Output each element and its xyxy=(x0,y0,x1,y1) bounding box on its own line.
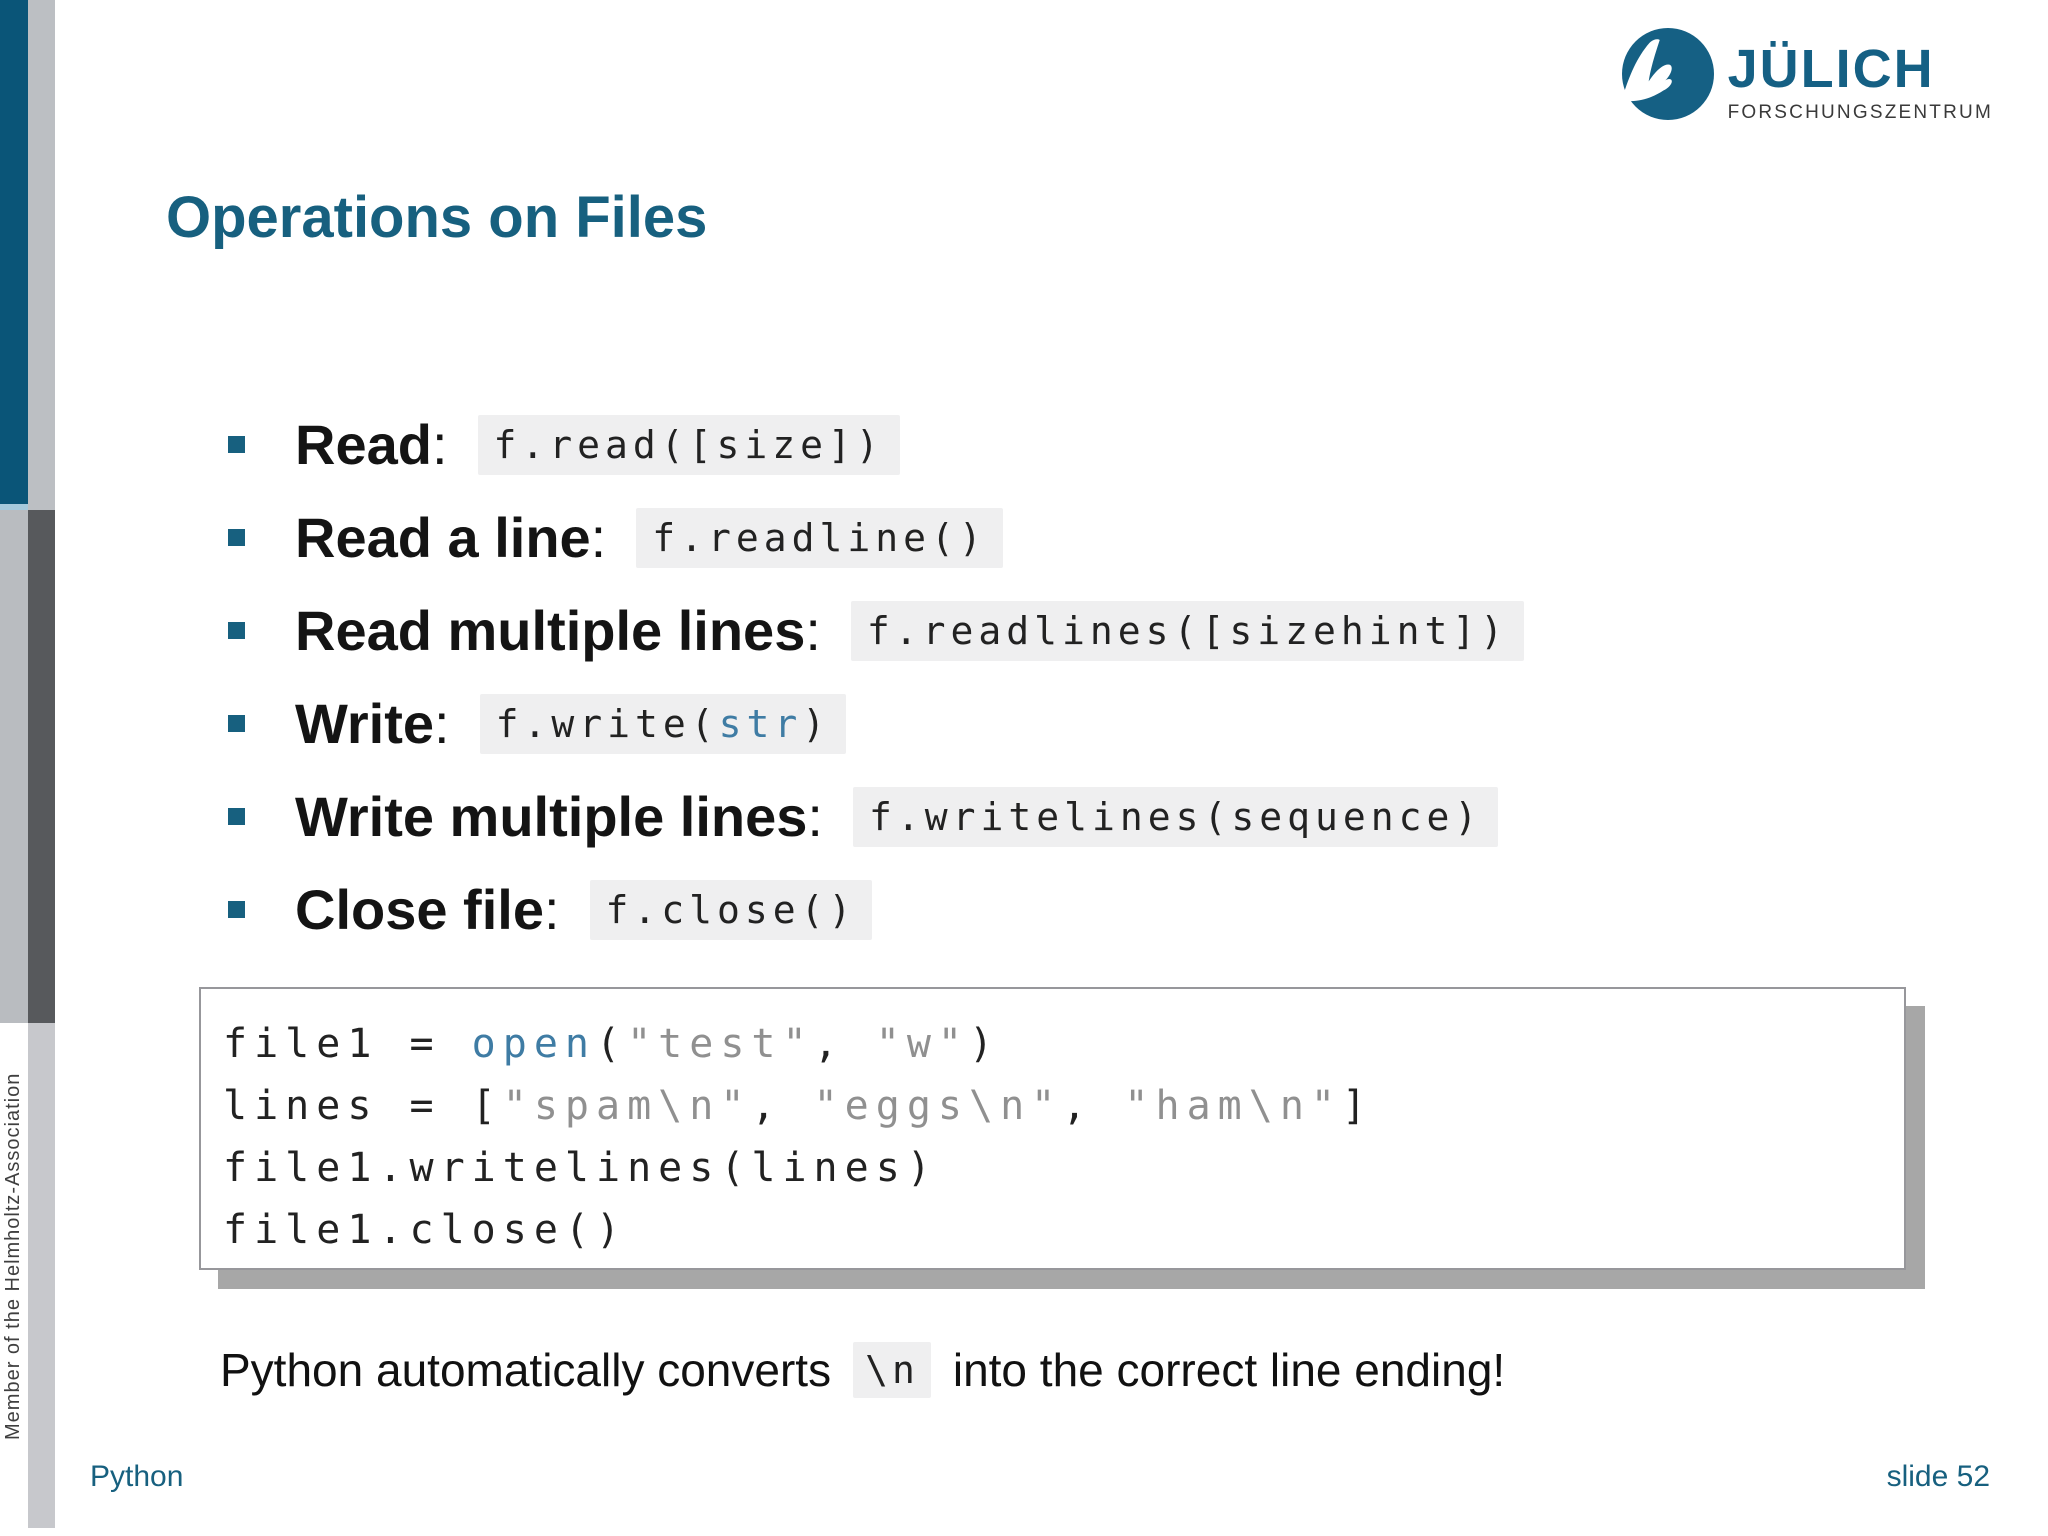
left-accent-bar-sliver xyxy=(0,504,28,510)
bullet-label: Read multiple lines xyxy=(295,599,806,662)
code-example-box: file1 = open("test", "w")lines = ["spam\… xyxy=(199,987,1906,1270)
code-token: f.writelines(sequence) xyxy=(868,794,1483,839)
bullet-label-separator: : xyxy=(807,785,823,848)
note-prefix: Python automatically converts xyxy=(220,1344,832,1396)
code-line: lines = ["spam\n", "eggs\n", "ham\n"] xyxy=(223,1075,1904,1137)
bullet-marker-icon xyxy=(228,622,245,639)
code-token: , xyxy=(751,1083,814,1129)
bullet-label-separator: : xyxy=(543,878,560,941)
code-line: file1.close() xyxy=(223,1199,1904,1261)
footer-slide-number: slide 52 xyxy=(1886,1460,1990,1493)
bullet-item: Read multiple lines: f.readlines([sizehin… xyxy=(228,584,1525,677)
newline-code-chip: \n xyxy=(853,1342,931,1398)
note-suffix: into the correct line ending! xyxy=(952,1344,1506,1396)
bullet-label: Write multiple lines xyxy=(295,785,808,848)
bullet-label-separator: : xyxy=(431,413,448,476)
left-bar2-light-bottom xyxy=(28,1023,55,1528)
logo-text-block: JÜLICH FORSCHUNGSZENTRUM xyxy=(1728,28,1993,124)
code-token: , xyxy=(813,1021,876,1067)
code-token: f.write( xyxy=(495,701,719,746)
bullet-label: Write xyxy=(295,692,434,755)
bullet-marker-icon xyxy=(228,808,245,825)
code-token: f.readline() xyxy=(652,515,987,560)
code-token: str xyxy=(718,701,803,746)
bullet-code-chip: f.readline() xyxy=(636,507,1003,568)
code-token: ) xyxy=(969,1021,1001,1067)
logo-subtitle: FORSCHUNGSZENTRUM xyxy=(1727,102,1993,123)
bullet-item: Close file: f.close() xyxy=(228,863,1524,956)
code-token: "eggs\n" xyxy=(813,1083,1063,1129)
bullet-item: Write: f.write(str) xyxy=(228,677,1524,770)
code-token: ] xyxy=(1341,1083,1374,1129)
bullet-marker-icon xyxy=(228,715,245,732)
bullet-marker-icon xyxy=(228,529,245,546)
code-token: ( xyxy=(595,1021,628,1067)
code-token: file1.close() xyxy=(223,1207,628,1253)
left-bar2-silver-top xyxy=(28,0,55,510)
code-token: "test" xyxy=(627,1021,814,1067)
left-bar-silver-lower xyxy=(0,510,28,1023)
bullet-label-separator: : xyxy=(590,506,607,569)
juelich-logo: JÜLICH FORSCHUNGSZENTRUM xyxy=(1621,28,1993,124)
code-token: "ham\n" xyxy=(1124,1083,1342,1129)
code-token: "w" xyxy=(875,1021,969,1067)
bullet-label: Read a line xyxy=(295,506,591,569)
bullet-code-chip: f.writelines(sequence) xyxy=(852,786,1499,847)
code-token: f.close() xyxy=(605,887,857,932)
logo-wordmark: JÜLICH xyxy=(1727,39,1935,99)
bullet-marker-icon xyxy=(228,436,245,453)
code-token: file1.writelines(lines) xyxy=(223,1145,938,1191)
bullet-label: Close file xyxy=(295,878,544,941)
code-token: "spam\n" xyxy=(502,1083,752,1129)
bullet-label: Read xyxy=(295,413,432,476)
code-token: open xyxy=(471,1021,596,1067)
bullet-marker-icon xyxy=(228,901,245,918)
left-bar2-dark-middle xyxy=(28,510,55,1023)
bullet-item: Write multiple lines: f.writelines(sequen… xyxy=(228,770,1524,863)
code-token: ) xyxy=(802,701,831,746)
bullet-code-chip: f.read([size]) xyxy=(477,414,900,475)
code-line: file1.writelines(lines) xyxy=(223,1137,1904,1199)
bullet-item: Read: f.read([size]) xyxy=(228,398,1524,491)
code-token: file1 = xyxy=(223,1021,472,1067)
code-token: f.readlines([sizehint]) xyxy=(866,608,1509,653)
helmholtz-membership-text: Member of the Helmholtz-Association xyxy=(2,1072,24,1440)
bullet-item: Read a line: f.readline() xyxy=(228,491,1524,584)
bullet-code-chip: f.write(str) xyxy=(479,693,847,754)
left-accent-bar-teal xyxy=(0,0,28,504)
bullet-label-separator: : xyxy=(805,599,821,662)
bullet-code-chip: f.close() xyxy=(589,879,873,940)
code-token: lines = [ xyxy=(223,1083,503,1129)
code-line: file1 = open("test", "w") xyxy=(223,1013,1904,1075)
code-token: , xyxy=(1062,1083,1125,1129)
code-token: f.read([size]) xyxy=(493,422,884,467)
slide-title: Operations on Files xyxy=(166,185,708,250)
juelich-logo-icon xyxy=(1621,28,1714,120)
footer-topic: Python xyxy=(90,1460,184,1493)
note-line: Python automatically converts \n into th… xyxy=(220,1342,1505,1398)
bullet-code-chip: f.readlines([sizehint]) xyxy=(850,600,1525,661)
bullet-list: Read: f.read([size]) Read a line: f.readlin… xyxy=(228,398,1525,956)
code-example: file1 = open("test", "w")lines = ["spam\… xyxy=(201,989,1904,1261)
bullet-label-separator: : xyxy=(434,692,450,755)
